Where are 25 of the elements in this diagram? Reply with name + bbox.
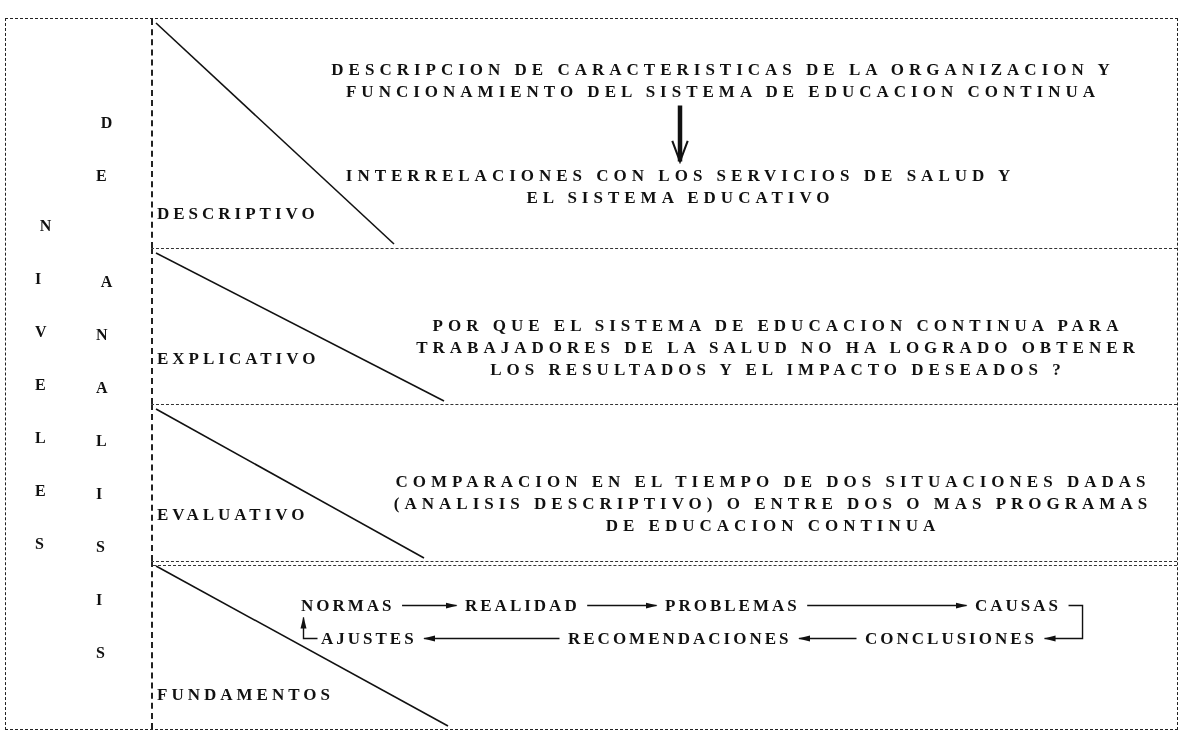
flow-step: CONCLUSIONES — [865, 628, 1038, 650]
vertical-label: NIVELES — [35, 216, 51, 554]
flow-step: REALIDAD — [465, 595, 580, 617]
arrow — [671, 105, 689, 163]
arrow — [806, 602, 968, 609]
flow-step: PROBLEMAS — [665, 595, 800, 617]
flow-step: AJUSTES — [321, 628, 417, 650]
level-band — [151, 248, 1177, 404]
description-text: COMPARACION EN EL TIEMPO DE DOS SITUACIONES DADAS (ANALISIS DESCRIPTIVO) O ENTRE DOS O MAS PROGRAMAS DE EDUCACION CONTINUA — [392, 471, 1154, 537]
level-band — [151, 561, 1177, 729]
flow-step: RECOMENDACIONES — [568, 628, 792, 650]
arrow — [401, 602, 458, 609]
description-text: POR QUE EL SISTEMA DE EDUCACION CONTINUA PARA TRABAJADORES DE LA SALUD NO HA LOGRADO OBTENER LOS RESULTADOS Y EL IMPACTO DESEADOS ? — [415, 315, 1141, 381]
arrow — [1043, 604, 1084, 642]
flow-step: NORMAS — [301, 595, 395, 617]
level-band — [151, 404, 1177, 561]
arrow — [300, 616, 319, 640]
arrow — [423, 635, 561, 642]
arrow — [586, 602, 658, 609]
arrow — [798, 635, 858, 642]
vertical-label: ANALISIS — [96, 272, 112, 663]
description-text: DESCRIPCION DE CARACTERISTICAS DE LA ORGANIZACION Y FUNCIONAMIENTO DEL SISTEMA DE EDUCACION CONTINUA — [278, 59, 1168, 103]
flow-step: CAUSAS — [975, 595, 1062, 617]
description-text: INTERRELACIONES CON LOS SERVICIOS DE SALUD Y EL SISTEMA EDUCATIVO — [328, 165, 1033, 209]
vertical-label: DE — [96, 113, 112, 186]
